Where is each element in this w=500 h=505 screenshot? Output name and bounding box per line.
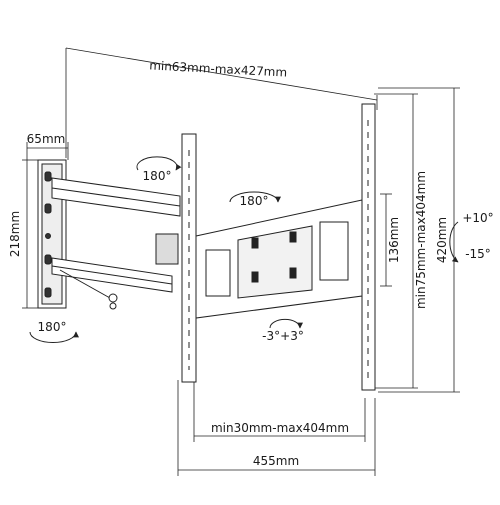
cable-clip-lower (109, 302, 117, 310)
upper-arm-edge (51, 187, 181, 207)
swivel-wall-label: 180° (38, 320, 67, 334)
depth-dimension-line (65, 47, 378, 101)
tilt-up-label: +10° (462, 211, 493, 225)
center-plate-hole (251, 237, 259, 249)
dimension-lines (22, 47, 460, 476)
width-total-label: 455mm (253, 454, 299, 468)
articulating-arms (51, 177, 181, 310)
wall-plate-hole (45, 233, 51, 239)
wall-plate-slot (44, 171, 52, 182)
tv-rails (181, 103, 376, 391)
lower-arm-edge (51, 265, 173, 285)
center-plate-hole (289, 267, 297, 279)
rotation-arrows (29, 156, 459, 343)
wall-plate-slot (44, 203, 52, 214)
top-depth-label: min63mm-max427mm (149, 58, 288, 79)
swivel-arrow-arm (136, 156, 182, 171)
swivel-arrow-plate (229, 191, 281, 203)
cross-bar (195, 199, 363, 319)
swivel-arm-label: 180° (143, 169, 172, 183)
cable-clip (108, 293, 118, 303)
rotation-label: -3°+3° (262, 329, 304, 343)
wall-plate-slot (44, 287, 52, 298)
width-range-label: min30mm-max404mm (211, 421, 349, 435)
tv-rail-right (361, 103, 376, 391)
plate-width-label: 65mm (27, 132, 66, 146)
height-range-label: min75mm-max404mm (414, 171, 428, 309)
cross-bar-cutout (205, 249, 231, 297)
rotation-arrow (269, 318, 303, 329)
arm-pivot-block (155, 233, 179, 265)
plate-height-label: 218mm (8, 211, 22, 257)
swivel-arrow-wall (29, 331, 79, 343)
tilt-down-label: -15° (465, 247, 491, 261)
height-total-label: 420mm (435, 217, 449, 263)
arm-strut (59, 269, 111, 299)
swivel-plate-label: 180° (240, 194, 269, 208)
center-plate-hole (289, 231, 297, 243)
tilt-arrow (449, 221, 459, 263)
wall-plate-slot (44, 254, 52, 265)
cross-bar-cutout (319, 221, 349, 281)
center-plate-hole (251, 271, 259, 283)
height-inner-label: 136mm (387, 217, 401, 263)
